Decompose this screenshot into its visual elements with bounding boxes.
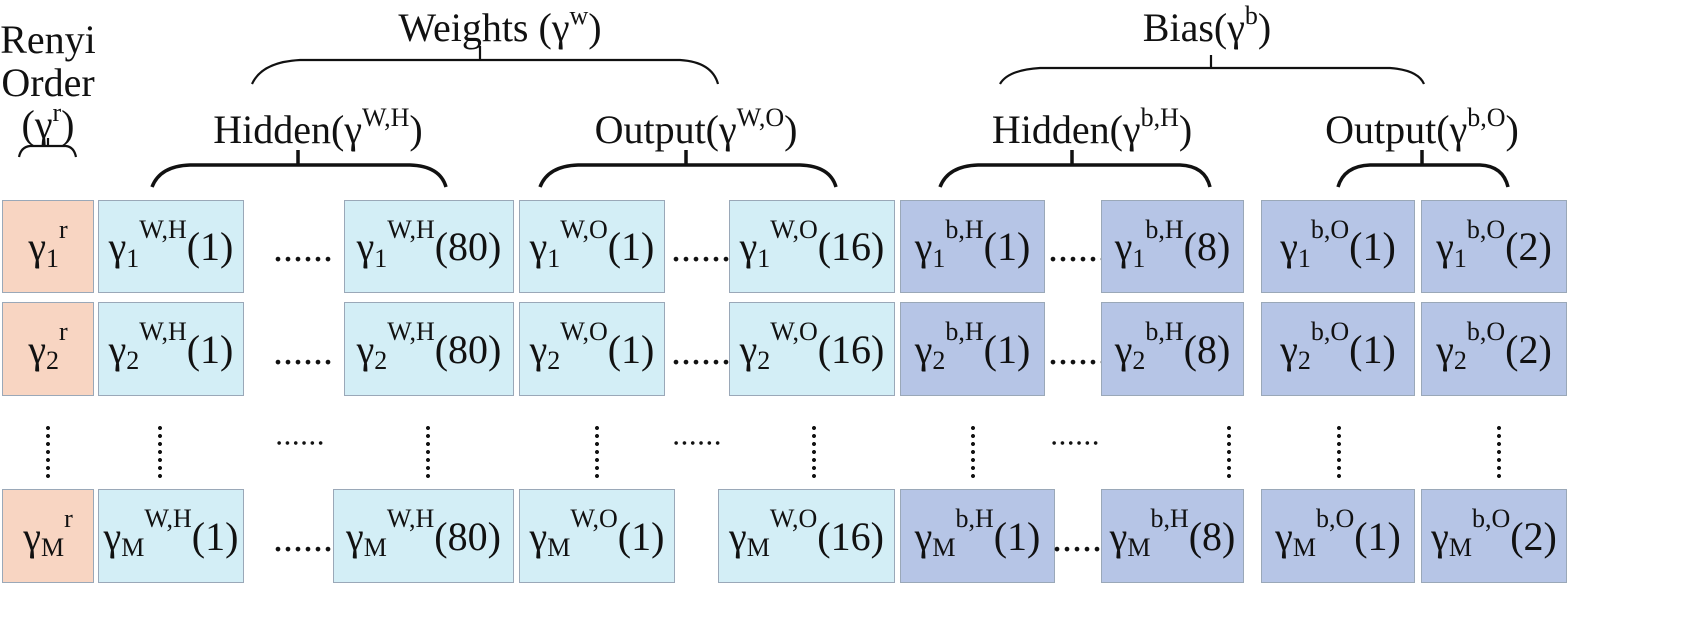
ellipsis: ......: [273, 328, 333, 373]
weights-bracket: [250, 46, 720, 85]
weights-hidden-label: Hidden(γW,H): [213, 103, 423, 152]
horizontal-ellipsis: [275, 440, 325, 446]
vertical-ellipsis: [594, 424, 600, 480]
ellipsis: ......: [671, 328, 731, 373]
ellipsis: ......: [671, 225, 731, 270]
vertical-ellipsis: [811, 424, 817, 480]
bias-bracket: [999, 55, 1426, 85]
horizontal-ellipsis: [672, 440, 722, 446]
renyi-label-line1: Renyi: [0, 17, 96, 62]
ellipsis: ......: [273, 515, 333, 560]
vertical-ellipsis: [1226, 424, 1232, 480]
ellipsis: ......: [1048, 225, 1108, 270]
renyi-label-line2: Order: [1, 60, 95, 105]
weights-hidden-bracket: [150, 150, 448, 188]
vertical-ellipsis: [970, 424, 976, 480]
vertical-ellipsis: [425, 424, 431, 480]
horizontal-ellipsis: [1050, 440, 1100, 446]
ellipsis: ......: [273, 225, 333, 270]
weights-output-label: Output(γW,O): [594, 103, 798, 152]
weights-output-bracket: [538, 150, 838, 188]
bias-output-label: Output(γb,O): [1325, 103, 1519, 152]
vertical-ellipsis: [1336, 424, 1342, 480]
bias-output-bracket: [1336, 150, 1510, 188]
renyi-label-line3: (γr): [21, 98, 75, 147]
bias-hidden-label: Hidden(γb,H): [991, 103, 1193, 152]
ellipsis: ......: [1048, 328, 1108, 373]
bias-hidden-bracket: [938, 150, 1212, 188]
vertical-ellipsis: [45, 424, 51, 480]
bias-label: Bias(γb): [1142, 1, 1272, 50]
vertical-ellipsis: [1496, 424, 1502, 480]
renyi-bracket: [17, 138, 78, 158]
weights-label: Weights (γw): [398, 1, 602, 50]
vertical-ellipsis: [157, 424, 163, 480]
